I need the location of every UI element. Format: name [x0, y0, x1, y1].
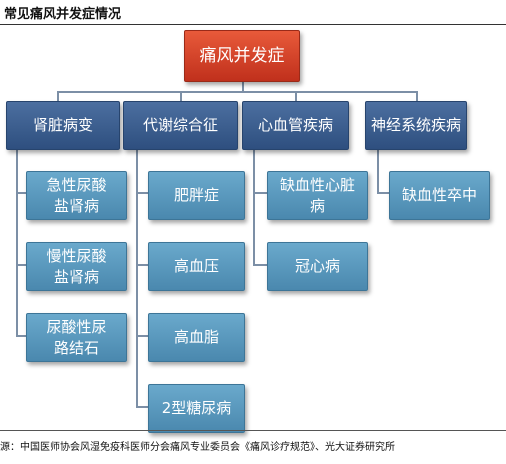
category-node-metabolic: 代谢综合征 [123, 101, 238, 150]
connector-cat2-leaf1 [136, 192, 148, 194]
leaf-node: 缺血性心脏病 [267, 171, 368, 220]
leaf-node: 冠心病 [267, 242, 368, 291]
connector-cat1-leaf2 [16, 264, 26, 266]
leaf-node: 高血压 [148, 242, 245, 291]
connector-to-cat-2 [180, 91, 182, 101]
leaf-node: 高血脂 [148, 313, 245, 362]
connector-cat3-spine [253, 150, 255, 266]
connector-cat2-leaf4 [136, 406, 148, 408]
connector-to-cat-4 [416, 91, 418, 101]
connector-cat3-leaf2 [253, 264, 267, 266]
leaf-node: 尿酸性尿路结石 [26, 313, 127, 362]
connector-cat1-leaf1 [16, 192, 26, 194]
connector-cat2-spine [136, 150, 138, 408]
connector-to-cat-1 [57, 91, 59, 101]
category-node-neurological: 神经系统疾病 [365, 101, 467, 150]
connector-cat4-spine [377, 150, 379, 194]
diagram-title: 常见痛风并发症情况 [4, 7, 122, 22]
source-divider [0, 430, 506, 431]
root-node: 痛风并发症 [184, 30, 300, 82]
connector-cat2-leaf2 [136, 264, 148, 266]
connector-category-bar [57, 91, 418, 93]
connector-to-cat-3 [295, 91, 297, 101]
category-node-kidney: 肾脏病变 [6, 101, 120, 150]
leaf-node: 缺血性卒中 [389, 171, 490, 220]
source-note: 源：中国医师协会风湿免疫科医师分会痛风专业委员会《痛风诊疗规范》、光大证券研究所 [0, 442, 395, 453]
leaf-node: 2型糖尿病 [148, 384, 245, 433]
leaf-node: 急性尿酸盐肾病 [26, 171, 127, 220]
connector-cat1-leaf3 [16, 335, 26, 337]
leaf-node: 肥胖症 [148, 171, 245, 220]
connector-cat1-spine [16, 150, 18, 337]
connector-cat2-leaf3 [136, 335, 148, 337]
category-node-cardiovascular: 心血管疾病 [242, 101, 349, 150]
connector-cat3-leaf1 [253, 192, 267, 194]
connector-root-down [242, 82, 244, 92]
title-divider [0, 24, 506, 25]
leaf-node: 慢性尿酸盐肾病 [26, 242, 127, 291]
connector-cat4-leaf1 [377, 192, 389, 194]
